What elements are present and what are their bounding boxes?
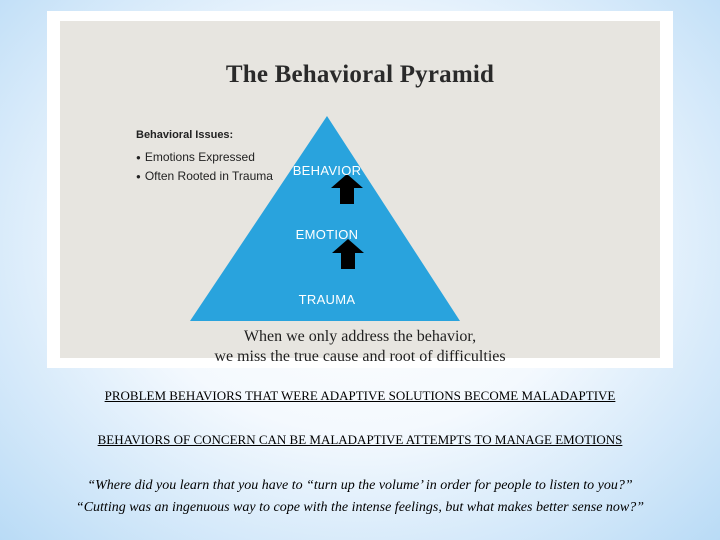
list-item: ●Often Rooted in Trauma (136, 168, 273, 183)
list-item: ●Emotions Expressed (136, 150, 255, 164)
pyramid-graphic (190, 116, 460, 321)
statement-line-1: PROBLEM BEHAVIORS THAT WERE ADAPTIVE SOL… (104, 388, 616, 403)
layer-label-emotion: EMOTION (295, 227, 359, 242)
pyramid-image: The Behavioral Pyramid Behavioral Issues… (60, 21, 660, 365)
statement-line-2: BEHAVIORS OF CONCERN CAN BE MALADAPTIVE … (97, 432, 623, 447)
quote-line-2: “Cutting was an ingenuous way to cope wi… (75, 500, 645, 515)
issues-heading: Behavioral Issues: (136, 129, 234, 141)
quote-line-1: “Where did you learn that you have to “t… (87, 478, 633, 493)
behavioral-issues-list: Behavioral Issues: ●Emotions Expressed ●… (136, 129, 273, 186)
diagram-title: The Behavioral Pyramid (225, 61, 495, 88)
caption-line-1: When we only address the behavior, (243, 328, 477, 345)
arrow-up-icon (332, 239, 364, 269)
pyramid-triangle (190, 116, 460, 321)
arrow-up-icon (331, 174, 363, 204)
caption-line-2: we miss the true cause and root of diffi… (214, 348, 506, 365)
layer-label-trauma: TRAUMA (298, 292, 356, 307)
pyramid-image-frame: The Behavioral Pyramid Behavioral Issues… (47, 11, 673, 368)
layer-label-behavior: BEHAVIOR (292, 163, 362, 178)
